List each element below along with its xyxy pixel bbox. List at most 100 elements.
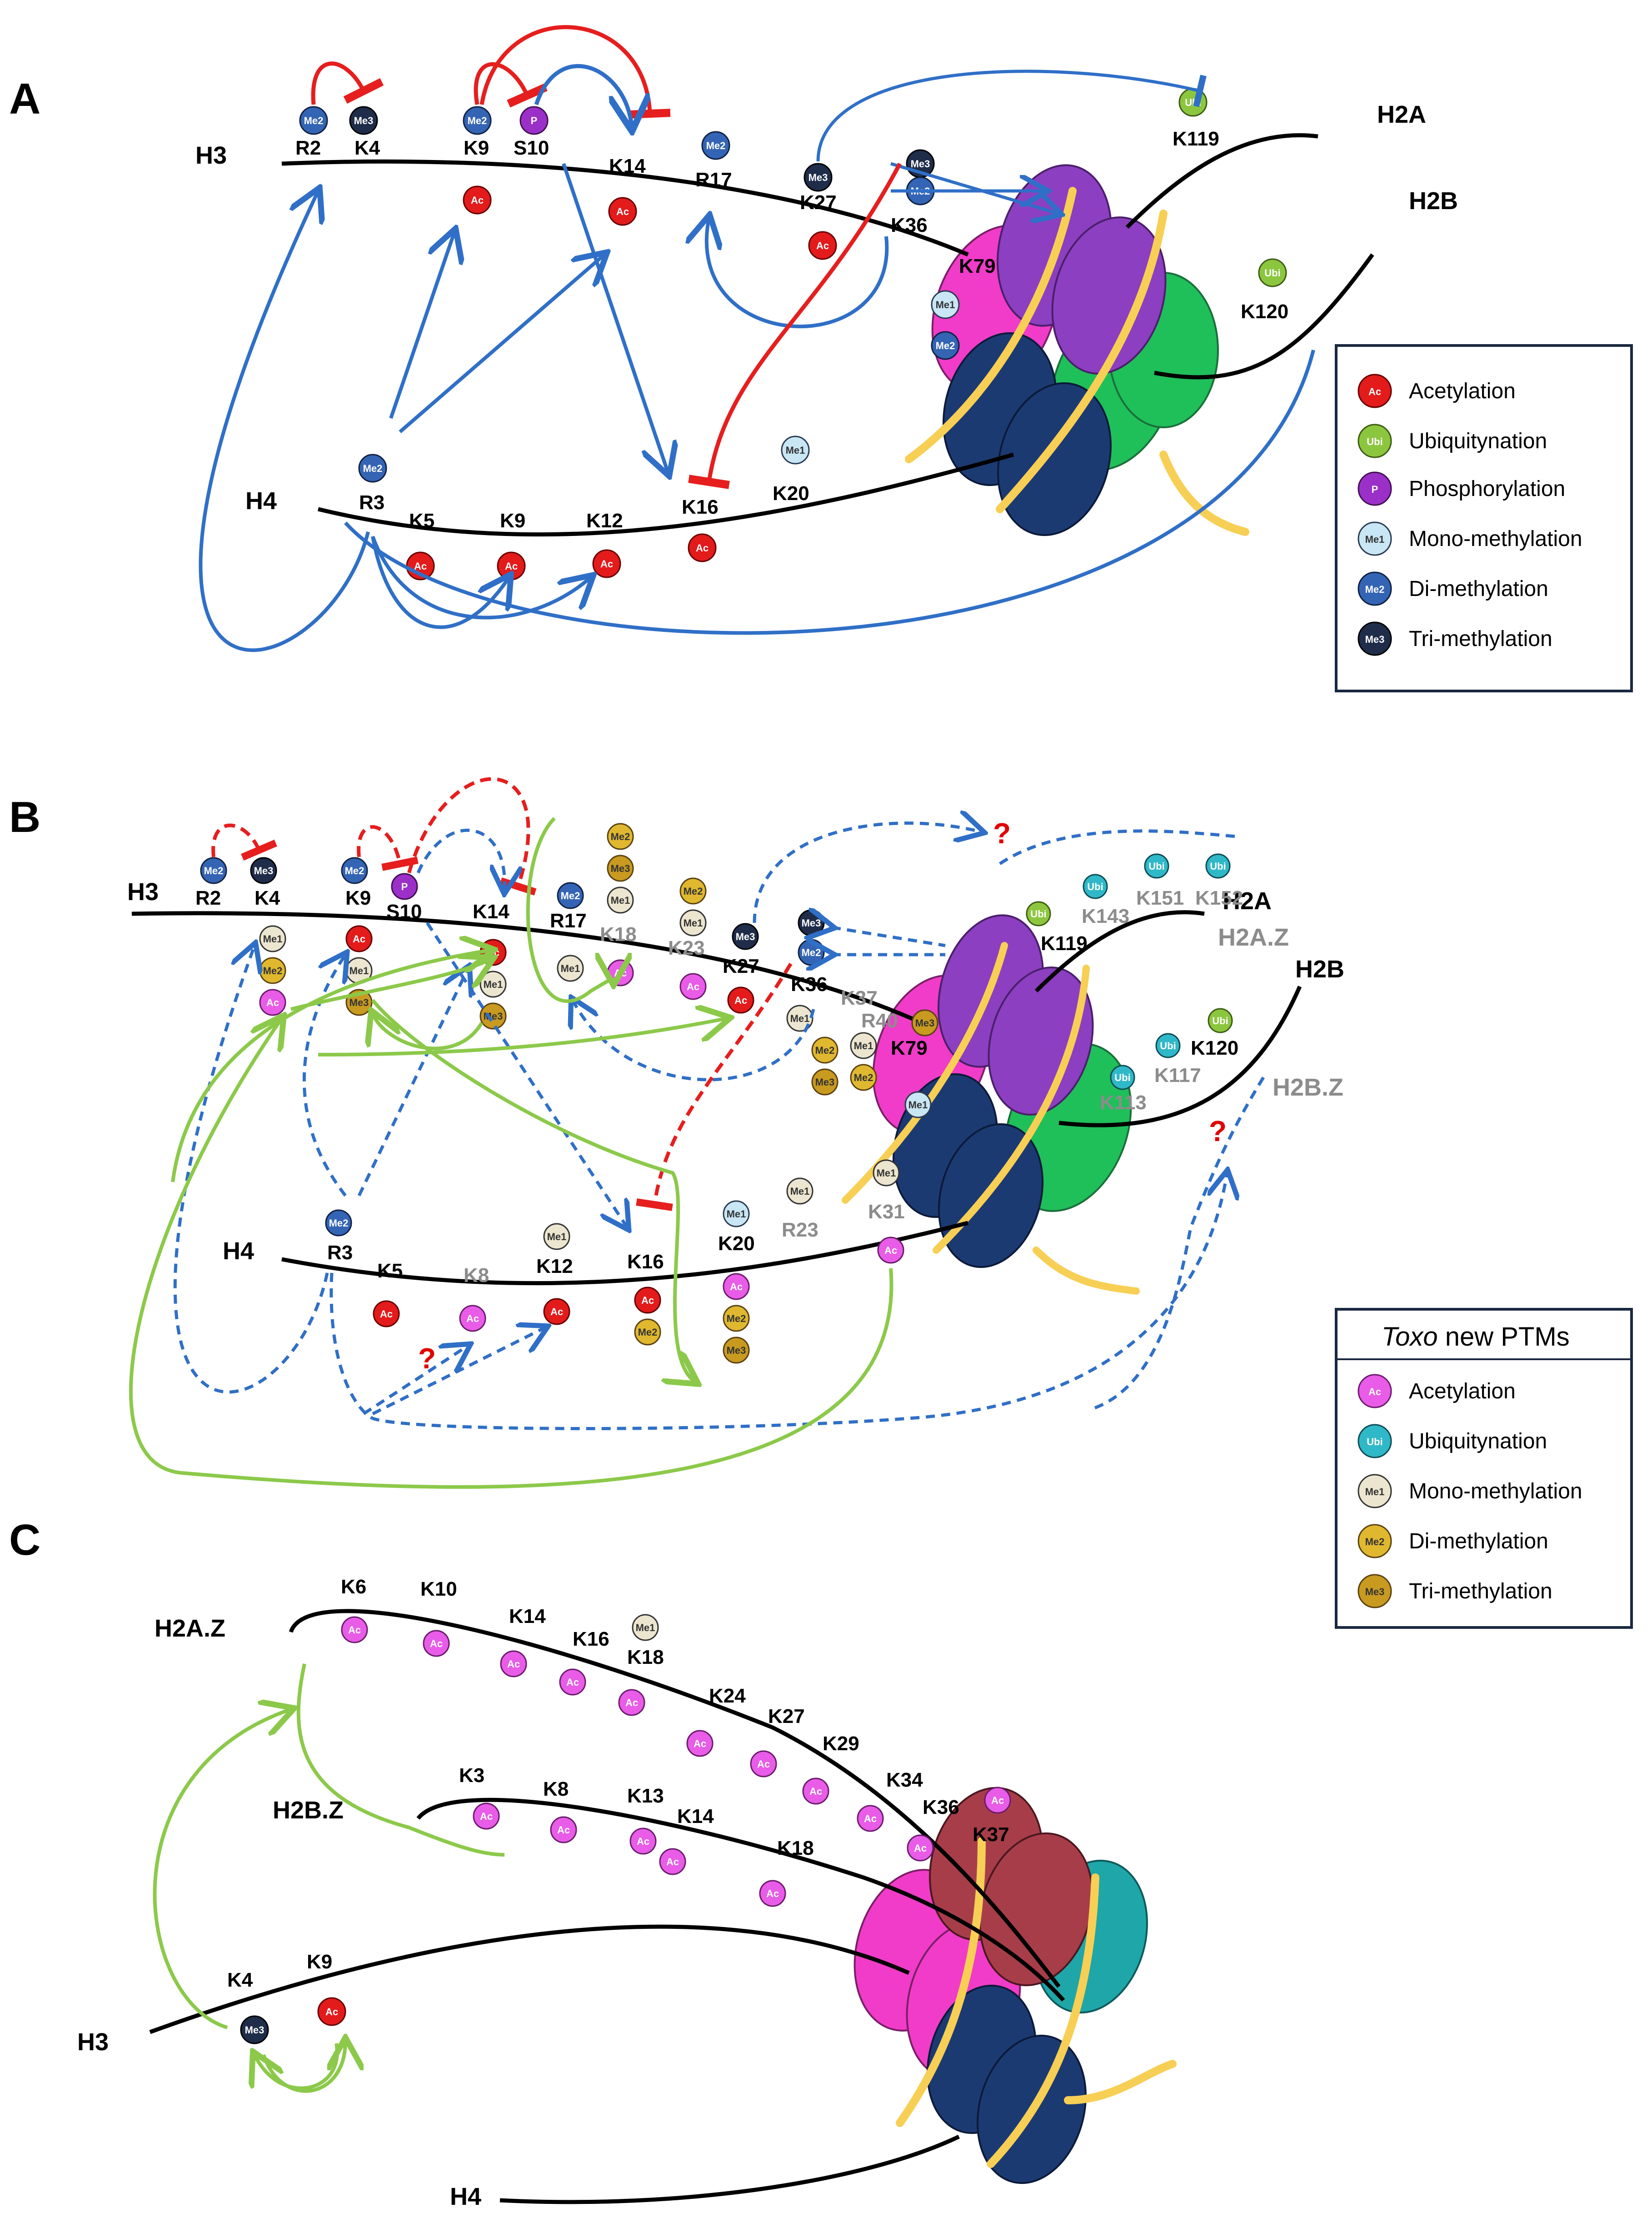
svg-text:Ac: Ac bbox=[380, 1308, 393, 1320]
svg-text:Me1: Me1 bbox=[636, 1622, 655, 1633]
svg-text:Ac: Ac bbox=[734, 995, 747, 1006]
dna-wrap-1 bbox=[905, 187, 1077, 463]
svg-text:Ubi: Ubi bbox=[1185, 97, 1201, 108]
h3-tail-a bbox=[281, 159, 969, 257]
mark-b-k119-ubi: Ubi bbox=[1026, 901, 1051, 926]
site-c-h2bz-k3: K3 bbox=[459, 1764, 484, 1787]
svg-text:Me1: Me1 bbox=[854, 1040, 873, 1051]
mark-b-k18-me2: Me2 bbox=[607, 823, 634, 850]
crosstalk-arrows-b: ? ? ? bbox=[129, 777, 1265, 1489]
legend-b-title: Toxo new PTMs bbox=[1382, 1322, 1570, 1352]
svg-text:Ac: Ac bbox=[505, 561, 518, 572]
dna-wrap-3 bbox=[1159, 451, 1249, 536]
site-a-h3-k9: K9 bbox=[464, 137, 489, 159]
legend-b-frame bbox=[1335, 1308, 1633, 1629]
arrow-a-k14-s10 bbox=[479, 25, 671, 119]
svg-text:Me2: Me2 bbox=[638, 1327, 658, 1338]
arrow-a-k27-k119 bbox=[816, 70, 1207, 162]
mark-a-k79-me2: Me2 bbox=[931, 331, 960, 360]
mark-b-k9-ac: Ac bbox=[345, 925, 373, 952]
site-b-h3-k18: K18 bbox=[600, 923, 637, 946]
mark-b-k23-ac: Ac bbox=[679, 973, 707, 1000]
h2az-label-c: H2A.Z bbox=[155, 1615, 225, 1642]
svg-text:Me2: Me2 bbox=[468, 115, 487, 126]
site-c-h2az-k14: K14 bbox=[509, 1605, 546, 1627]
svg-text:Ac: Ac bbox=[625, 1697, 638, 1708]
mark-b-h4k20-me1: Me1 bbox=[723, 1200, 750, 1227]
site-a-h3-s10: S10 bbox=[514, 137, 549, 159]
mark-a-k79-me1: Me1 bbox=[931, 290, 960, 319]
panel-a-letter: A bbox=[9, 75, 40, 123]
panel-c: C H2A.Z H2B.Z H3 H4 K6 K10 K14 K16 K18 K… bbox=[9, 1516, 1177, 2210]
arrow-b-r3-h4k12 bbox=[372, 1327, 545, 1416]
svg-text:P: P bbox=[1372, 484, 1378, 495]
svg-text:Ac: Ac bbox=[614, 967, 627, 979]
svg-text:Acetylation: Acetylation bbox=[1409, 1379, 1516, 1403]
mark-c-h2az-k10-ac: Ac bbox=[423, 1630, 450, 1657]
question-mark-h4: ? bbox=[418, 1342, 436, 1375]
site-b-h2a-k152: K152 bbox=[1195, 887, 1243, 909]
svg-text:Ac: Ac bbox=[466, 1313, 479, 1324]
h4-label-a: H4 bbox=[245, 487, 277, 515]
crosstalk-arrows-a bbox=[199, 25, 1315, 652]
arrow-a-r3-h4k12 bbox=[371, 536, 591, 620]
mark-a-k9-me2: Me2 bbox=[463, 106, 492, 135]
legend-a-item-me3: Me3 Tri-methylation bbox=[1358, 621, 1552, 656]
mark-b-k36-me1: Me1 bbox=[786, 1005, 814, 1032]
h4-tail-c bbox=[499, 2134, 960, 2204]
svg-text:Me2: Me2 bbox=[363, 463, 383, 474]
svg-text:Ac: Ac bbox=[414, 561, 427, 572]
mark-c-h2az-k16-ac: Ac bbox=[559, 1668, 586, 1696]
svg-text:Ubi: Ubi bbox=[1160, 1040, 1176, 1051]
site-a-h2a-k119: K119 bbox=[1173, 128, 1219, 150]
arrow-a-r3-k9 bbox=[389, 232, 454, 419]
site-a-h4-k12: K12 bbox=[586, 510, 623, 532]
svg-text:Me3: Me3 bbox=[245, 2024, 265, 2036]
svg-text:Ac: Ac bbox=[600, 558, 613, 570]
svg-text:Ac: Ac bbox=[1368, 386, 1381, 397]
arrow-a-r2-k4 bbox=[311, 61, 384, 105]
panel-b-letter: B bbox=[9, 793, 40, 841]
arrow-b-k9-h4k20 bbox=[371, 999, 695, 1382]
mark-b-k9-me2: Me2 bbox=[341, 857, 368, 884]
svg-text:Ubi: Ubi bbox=[1367, 436, 1382, 447]
h3-tail-c bbox=[149, 1924, 910, 2034]
svg-text:Me2: Me2 bbox=[304, 115, 324, 126]
site-b-h2b-k120: K120 bbox=[1191, 1037, 1238, 1059]
arrow-b-r3-h3 bbox=[173, 946, 329, 1394]
arrow-b-r3-k9 bbox=[303, 955, 345, 1197]
svg-text:Me1: Me1 bbox=[786, 445, 805, 456]
svg-text:Me2: Me2 bbox=[1365, 584, 1385, 595]
svg-text:Ac: Ac bbox=[864, 1813, 877, 1824]
mark-b-k113-ubi: Ubi bbox=[1110, 1065, 1135, 1090]
mark-a-k4-me3: Me3 bbox=[349, 106, 378, 135]
mark-c-h2bz-k18-ac: Ac bbox=[759, 1880, 786, 1907]
svg-text:Me3: Me3 bbox=[815, 1076, 835, 1088]
arrow-a-r3-h3 bbox=[199, 191, 370, 652]
mark-c-h2az-k18-me1: Me1 bbox=[632, 1614, 659, 1641]
svg-text:Me2: Me2 bbox=[611, 831, 630, 842]
site-a-h2b-k120: K120 bbox=[1241, 300, 1288, 323]
svg-text:Ac: Ac bbox=[666, 1856, 679, 1868]
nucleosome-core-c bbox=[853, 1787, 1177, 2184]
svg-text:Ubi: Ubi bbox=[1114, 1072, 1130, 1083]
mark-c-h2bz-k13-ac: Ac bbox=[629, 1827, 657, 1855]
arrow-a-loop-h2b bbox=[344, 350, 1315, 635]
svg-text:Ac: Ac bbox=[816, 240, 829, 251]
svg-text:Me2: Me2 bbox=[345, 865, 364, 876]
arrow-a-r3-h4k9 bbox=[371, 536, 509, 629]
mark-c-h2az-k6-ac: Ac bbox=[341, 1616, 368, 1643]
svg-text:Me1: Me1 bbox=[547, 1231, 567, 1242]
arrow-b-h2bz-dashed bbox=[1090, 1076, 1265, 1411]
arrow-b-long-k14 bbox=[171, 950, 491, 1182]
mark-c-h2bz-k3-ac: Ac bbox=[473, 1802, 500, 1830]
svg-text:Me2: Me2 bbox=[561, 890, 580, 901]
svg-text:Ac: Ac bbox=[637, 1836, 649, 1847]
legend-a: Ac Acetylation Ubi Ubiquitynation P Phos… bbox=[1335, 344, 1633, 692]
mark-b-r2-me2: Me2 bbox=[200, 857, 227, 884]
arrow-b-k27-q bbox=[753, 823, 982, 923]
mark-a-k119-ubi: Ubi bbox=[1178, 88, 1208, 117]
mark-a-s10-p: P bbox=[519, 106, 549, 135]
mark-b-h4k16-ac: Ac bbox=[634, 1287, 661, 1314]
svg-text:Ac: Ac bbox=[809, 1786, 822, 1797]
